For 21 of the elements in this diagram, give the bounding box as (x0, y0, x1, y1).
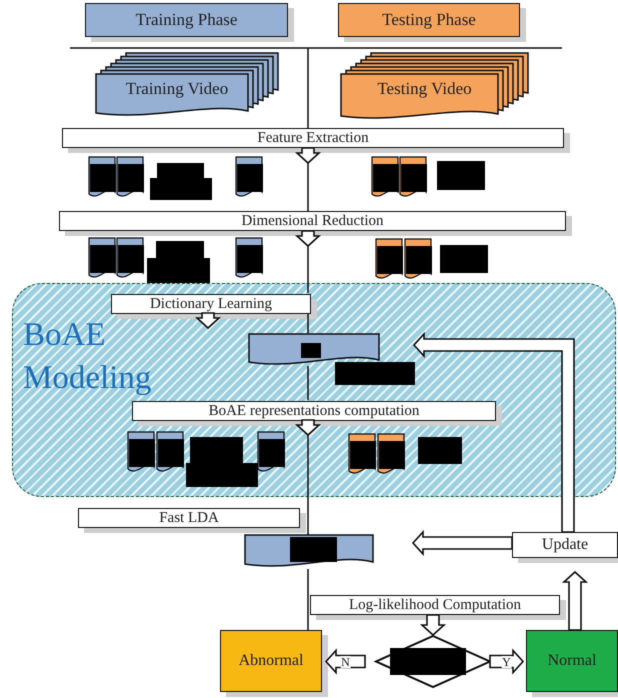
step-label: BoAE representations computation (208, 402, 420, 420)
block-arrow (412, 332, 575, 533)
step-label: Dictionary Learning (150, 296, 272, 312)
step-label: Dimensional Reduction (241, 212, 384, 230)
step-label: Abnormal (238, 652, 304, 670)
video-label: Testing Video (376, 80, 473, 99)
block-arrow (294, 147, 322, 164)
step-label: Normal (548, 652, 596, 670)
block-arrow (420, 614, 446, 636)
block-arrow (562, 570, 588, 631)
block-arrow (294, 419, 322, 436)
video-label: Training Video (124, 80, 230, 99)
step-label: Update (542, 536, 588, 554)
step-label: Log-likelihood Computation (348, 596, 522, 614)
block-arrow (412, 530, 513, 556)
step-label: Testing Phase (382, 10, 476, 30)
step-label: Feature Extraction (257, 130, 369, 146)
step-label: Fast LDA (159, 510, 219, 526)
block-arrow (194, 312, 222, 330)
step-label: Training Phase (136, 10, 238, 30)
block-arrow (294, 230, 322, 248)
